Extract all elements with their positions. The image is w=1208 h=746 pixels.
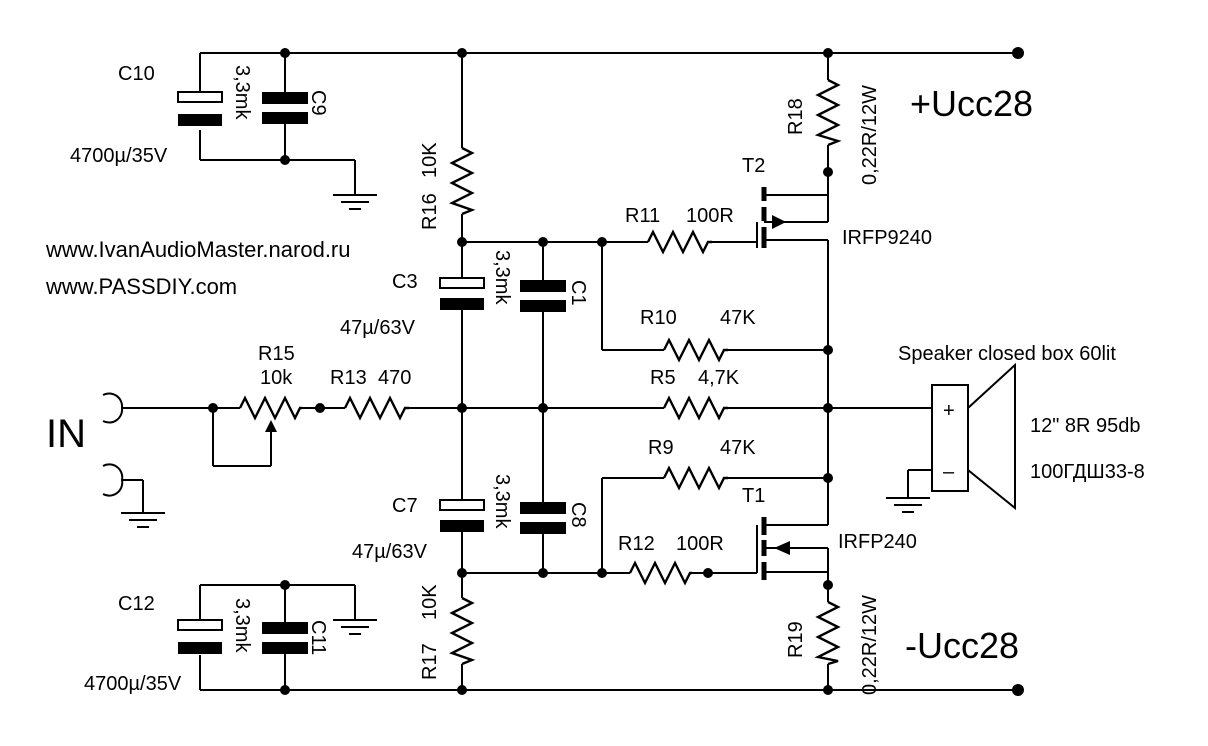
resistor-r11 — [646, 229, 712, 255]
t1-ref: T1 — [742, 485, 765, 507]
positive-rail-label: +Ucc28 — [910, 83, 1033, 124]
ground-icon — [886, 497, 930, 513]
r10-value: 47K — [720, 307, 756, 329]
r16-value: 10K — [419, 142, 441, 178]
speaker-minus: – — [943, 461, 955, 483]
capacitor-c3 — [439, 277, 485, 310]
c7-value: 47µ/63V — [352, 541, 428, 563]
c10-value: 4700µ/35V — [70, 145, 168, 167]
capacitor-c10 — [177, 91, 223, 126]
t2-ref: T2 — [742, 155, 765, 177]
resistor-r10 — [662, 337, 728, 363]
arrow-icon — [774, 541, 790, 555]
r16-ref: R16 — [419, 193, 441, 230]
input-jack — [102, 392, 124, 497]
speaker-spec-2: 100ГДШ33-8 — [1030, 461, 1145, 483]
ground-icon — [121, 512, 165, 528]
resistor-r9 — [662, 465, 728, 491]
ground-icon — [333, 194, 377, 210]
t1-value: IRFP240 — [838, 531, 917, 553]
junction-dots — [208, 48, 833, 695]
t2-value: IRFP9240 — [842, 227, 932, 249]
speaker-magnet — [931, 384, 969, 492]
r17-value: 10K — [419, 584, 441, 620]
r5-ref: R5 — [650, 367, 676, 389]
resistor-r19 — [814, 600, 841, 666]
c1-value: 3,3mk — [491, 250, 513, 305]
wiper-arrow-icon — [265, 420, 277, 432]
c12-ref: C12 — [118, 593, 155, 615]
url-2: www.PASSDIY.com — [45, 274, 237, 299]
c7-ref: C7 — [392, 495, 418, 517]
speaker-plus: + — [943, 400, 955, 422]
r5-value: 4,7K — [698, 367, 740, 389]
r15-value: 10k — [260, 367, 293, 389]
r9-ref: R9 — [648, 437, 674, 459]
capacitor-c12 — [177, 619, 223, 654]
r18-ref: R18 — [785, 98, 807, 135]
r19-ref: R19 — [785, 621, 807, 658]
resistors — [238, 78, 842, 666]
c9-value: 3,3mk — [231, 65, 253, 120]
capacitor-c9 — [262, 92, 308, 124]
capacitor-c11 — [262, 622, 308, 654]
capacitors — [177, 91, 566, 654]
resistor-r18 — [814, 78, 842, 147]
transistor-t2 — [756, 172, 829, 248]
input-label: IN — [46, 412, 86, 456]
ground-icon — [333, 619, 377, 635]
c8-ref: C8 — [567, 502, 589, 528]
c3-value: 47µ/63V — [340, 317, 416, 339]
resistor-r17 — [448, 596, 476, 666]
c12-value: 4700µ/35V — [84, 673, 182, 695]
c11-value: 3,3mk — [231, 598, 253, 653]
speaker: + – — [931, 362, 1016, 511]
r19-value: 0,22R/12W — [859, 595, 881, 695]
resistor-r15 — [238, 395, 302, 421]
r17-ref: R17 — [419, 643, 441, 680]
ground-symbols — [121, 194, 930, 635]
c11-ref: C11 — [307, 620, 329, 655]
resistor-r16 — [448, 146, 476, 216]
r15-ref: R15 — [258, 343, 295, 365]
speaker-spec-1: 12" 8R 95db — [1030, 415, 1141, 437]
c9-ref: C9 — [307, 90, 329, 116]
terminal-negative — [1012, 684, 1024, 696]
negative-rail-label: -Ucc28 — [905, 625, 1019, 666]
capacitor-c1 — [520, 280, 566, 312]
wires — [122, 52, 1018, 691]
capacitor-c7 — [439, 499, 485, 532]
r13-ref: R13 — [330, 367, 367, 389]
transistor-t1 — [756, 517, 829, 580]
resistor-r13 — [343, 395, 409, 421]
resistor-r12 — [628, 560, 692, 586]
r18-value: 0,22R/12W — [859, 85, 881, 185]
c8-value: 3,3mk — [491, 474, 513, 529]
r11-ref: R11 — [625, 205, 660, 227]
terminal-positive — [1012, 47, 1024, 59]
speaker-title: Speaker closed box 60lit — [898, 343, 1116, 365]
labels: www.IvanAudioMaster.narod.ru www.PASSDIY… — [45, 63, 1145, 695]
r12-value: 100R — [676, 533, 724, 555]
r9-value: 47K — [720, 437, 756, 459]
r13-value: 470 — [378, 367, 411, 389]
capacitor-c8 — [520, 502, 566, 534]
c1-ref: C1 — [567, 280, 589, 306]
c3-ref: C3 — [392, 271, 418, 293]
url-1: www.IvanAudioMaster.narod.ru — [45, 237, 351, 262]
speaker-cone-icon — [967, 362, 1016, 511]
r11-value: 100R — [686, 205, 734, 227]
resistor-r5 — [662, 395, 728, 421]
r10-ref: R10 — [640, 307, 677, 329]
r12-ref: R12 — [618, 533, 655, 555]
arrow-icon — [772, 215, 786, 229]
c10-ref: C10 — [118, 63, 155, 85]
